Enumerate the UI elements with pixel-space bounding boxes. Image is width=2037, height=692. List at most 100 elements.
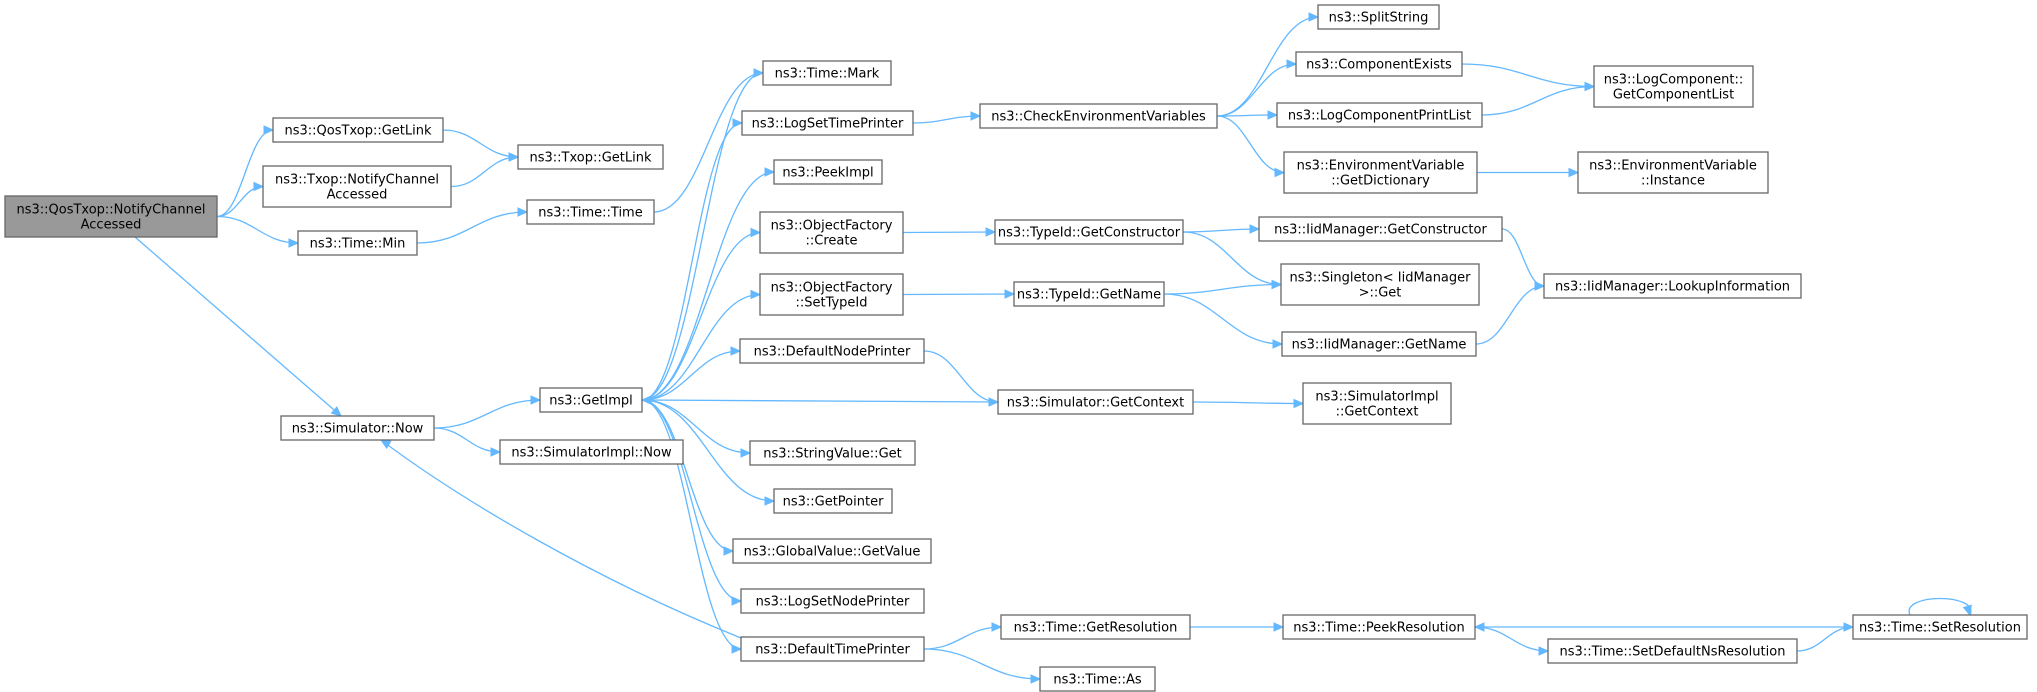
arrowhead: [740, 448, 752, 458]
node-box: [1276, 102, 1483, 128]
node-time-mark[interactable]: ns3::Time::Mark: [762, 60, 892, 86]
node-getimpl[interactable]: ns3::GetImpl: [539, 387, 643, 413]
node-time-setres[interactable]: ns3::Time::SetResolution: [1852, 614, 2028, 640]
arrowhead: [330, 406, 342, 417]
node-box: [1302, 382, 1452, 425]
node-logcomp-getlist[interactable]: ns3::LogComponent::GetComponentList: [1593, 65, 1754, 108]
node-envvar-instance[interactable]: ns3::EnvironmentVariable::Instance: [1577, 151, 1769, 194]
node-sim-now[interactable]: ns3::Simulator::Now: [280, 415, 435, 441]
node-splitstring[interactable]: ns3::SplitString: [1317, 4, 1440, 30]
node-txop-getlink[interactable]: ns3::Txop::GetLink: [517, 144, 664, 170]
node-stringvalue-get[interactable]: ns3::StringValue::Get: [749, 440, 916, 466]
node-iid-lookup[interactable]: ns3::IidManager::LookupInformation: [1543, 273, 1802, 299]
arrowhead: [1293, 398, 1305, 409]
node-checkenv[interactable]: ns3::CheckEnvironmentVariables: [979, 103, 1218, 129]
node-box: [997, 389, 1194, 415]
edge-iid-getname-to-iid-lookup: [1475, 281, 1546, 345]
edge-line: [1192, 401, 1304, 405]
edge-line: [216, 215, 299, 244]
node-getpointer[interactable]: ns3::GetPointer: [773, 488, 893, 514]
edge-line: [923, 648, 1041, 680]
node-simimpl-now[interactable]: ns3::SimulatorImpl::Now: [499, 439, 684, 465]
edge-line: [433, 399, 541, 429]
node-typeid-getname[interactable]: ns3::TypeId::GetName: [1013, 281, 1165, 307]
node-label: ns3::Time::Time: [538, 206, 642, 221]
node-label: ns3::Time::GetResolution: [1014, 621, 1178, 636]
node-time-setdefns[interactable]: ns3::Time::SetDefaultNsResolution: [1547, 638, 1798, 664]
edge-line: [450, 156, 519, 188]
node-label: ns3::Singleton< IidManager: [1289, 271, 1471, 286]
node-envvar-getdict[interactable]: ns3::EnvironmentVariable::GetDictionary: [1283, 151, 1478, 194]
node-box: [1852, 614, 2028, 640]
edge-root-to-time-min: [216, 215, 300, 248]
node-box: [740, 588, 925, 614]
arrowhead: [640, 395, 652, 405]
node-compexists[interactable]: ns3::ComponentExists: [1295, 51, 1463, 77]
edge-line: [641, 399, 742, 650]
node-time-getres[interactable]: ns3::Time::GetResolution: [1000, 614, 1191, 640]
node-box: [749, 440, 916, 466]
arrowhead: [970, 111, 982, 121]
node-typeid-getctor[interactable]: ns3::TypeId::GetConstructor: [994, 219, 1184, 245]
node-label: ns3::SplitString: [1329, 11, 1429, 26]
node-label: ns3::SimulatorImpl::Now: [511, 446, 672, 461]
node-of-create[interactable]: ns3::ObjectFactory::Create: [759, 211, 904, 254]
node-qos-getlink[interactable]: ns3::QosTxop::GetLink: [272, 117, 444, 143]
edge-logcompprint-to-logcomp-getlist: [1481, 81, 1596, 116]
node-logsettime[interactable]: ns3::LogSetTimePrinter: [741, 110, 914, 136]
node-label: Accessed: [81, 218, 142, 233]
node-box: [4, 195, 218, 238]
arrowhead: [1286, 59, 1298, 69]
node-box: [1543, 273, 1802, 299]
edge-line: [1501, 228, 1545, 287]
node-label: ::Create: [806, 234, 858, 249]
edge-line: [641, 122, 743, 401]
node-label: ns3::LogSetTimePrinter: [752, 117, 904, 132]
edge-deftimeprinter-to-time-getres: [923, 622, 1003, 650]
edge-checkenv-to-envvar-getdict: [1216, 115, 1286, 178]
node-singleton-get[interactable]: ns3::Singleton< IidManager>::Get: [1280, 263, 1480, 306]
node-label: ns3::Simulator::Now: [292, 422, 424, 437]
node-label: ::GetDictionary: [1331, 174, 1430, 189]
edge-line: [902, 293, 1015, 296]
edge-sim-getcontext-to-getimpl: [640, 395, 999, 405]
node-logcompprint[interactable]: ns3::LogComponentPrintList: [1276, 102, 1483, 128]
arrowhead: [1534, 281, 1546, 291]
edge-root-to-qos-getlink: [216, 125, 275, 218]
node-label: ns3::Time::PeekResolution: [1293, 621, 1464, 636]
node-time-min[interactable]: ns3::Time::Min: [297, 230, 418, 256]
edge-line: [902, 231, 996, 234]
node-time-time[interactable]: ns3::Time::Time: [526, 199, 655, 225]
node-peekimpl[interactable]: ns3::PeekImpl: [773, 159, 883, 185]
node-box: [1282, 614, 1476, 640]
edge-line: [1474, 626, 1549, 652]
node-of-settypeid[interactable]: ns3::ObjectFactory::SetTypeId: [759, 273, 904, 316]
node-defnodeprinter[interactable]: ns3::DefaultNodePrinter: [739, 338, 925, 364]
node-iid-getname[interactable]: ns3::IidManager::GetName: [1281, 331, 1477, 357]
arrowhead: [1267, 110, 1279, 120]
node-box: [740, 636, 925, 662]
node-label: ::GetContext: [1336, 405, 1419, 420]
arrowhead: [517, 207, 529, 217]
node-box: [1317, 4, 1440, 30]
edge-root-to-sim-now: [134, 236, 342, 417]
arrowhead: [1538, 646, 1550, 656]
edge-line: [1216, 16, 1319, 117]
node-box: [539, 387, 643, 413]
edge-line: [1216, 63, 1297, 117]
node-gv-getvalue[interactable]: ns3::GlobalValue::GetValue: [732, 538, 932, 564]
node-simimpl-getctx[interactable]: ns3::SimulatorImpl::GetContext: [1302, 382, 1452, 425]
node-time-peekres[interactable]: ns3::Time::PeekResolution: [1282, 614, 1476, 640]
node-logsetnode[interactable]: ns3::LogSetNodePrinter: [740, 588, 925, 614]
edge-qos-getlink-to-txop-getlink: [442, 129, 520, 162]
node-deftimeprinter[interactable]: ns3::DefaultTimePrinter: [740, 636, 925, 662]
node-label: ns3::TypeId::GetConstructor: [998, 226, 1181, 241]
arrowhead: [750, 227, 762, 238]
node-box: [732, 538, 932, 564]
node-sim-getcontext[interactable]: ns3::Simulator::GetContext: [997, 389, 1194, 415]
node-time-as[interactable]: ns3::Time::As: [1039, 666, 1156, 692]
node-iid-getctor[interactable]: ns3::IidManager::GetConstructor: [1258, 216, 1503, 242]
edge-line: [380, 439, 747, 641]
